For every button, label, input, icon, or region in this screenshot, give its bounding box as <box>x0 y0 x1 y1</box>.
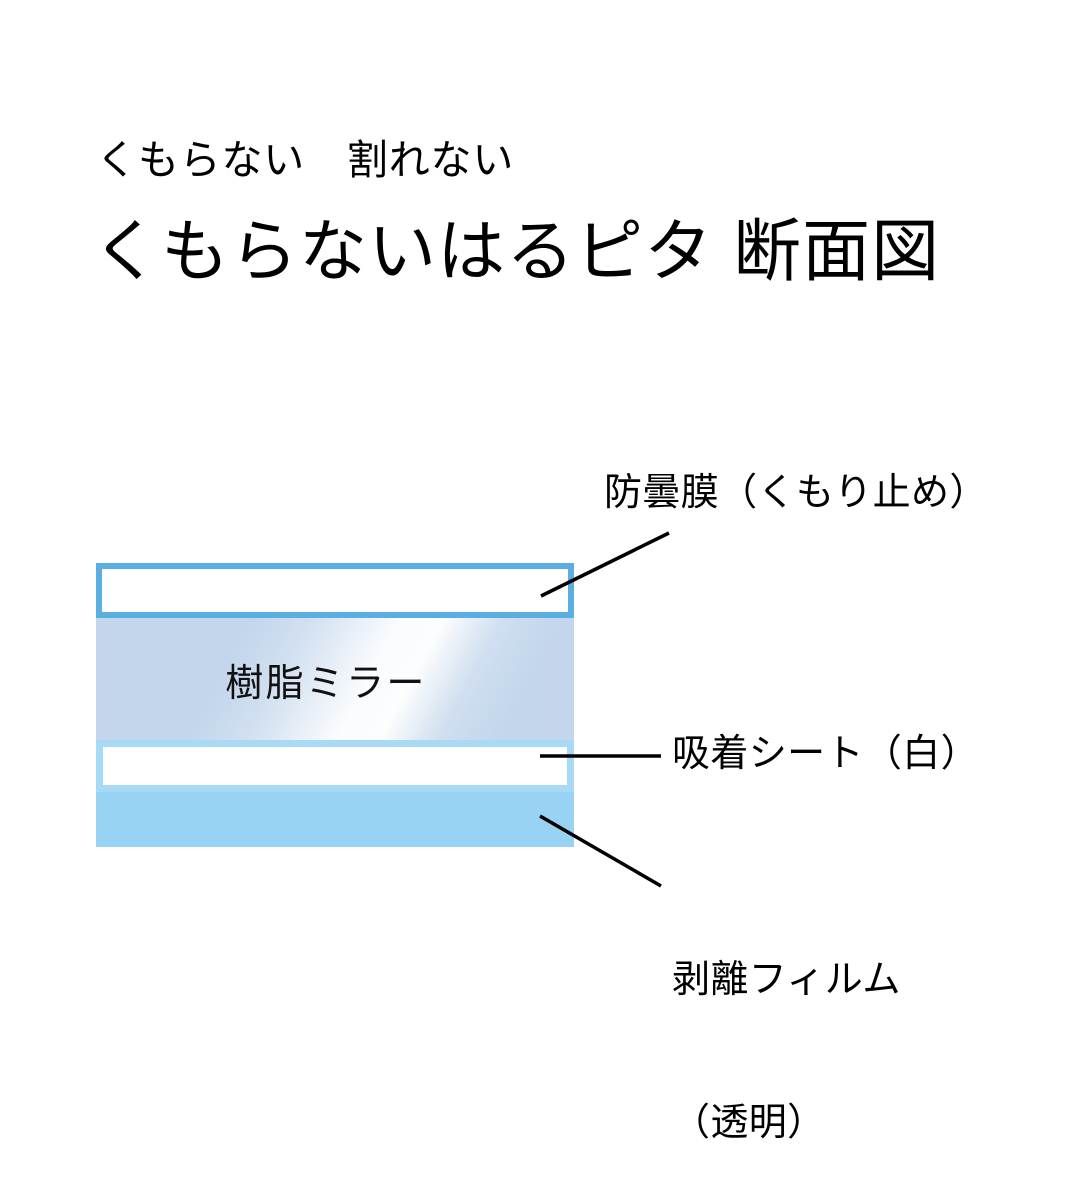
callout-antifog-film: 防曇膜（くもり止め） <box>604 472 988 514</box>
callout-adhesive-sheet: 吸着シート（白） <box>672 733 980 775</box>
layer-release-film <box>96 792 574 847</box>
page-subtitle: くもらない 割れない <box>96 137 515 183</box>
cross-section-diagram: 樹脂ミラー <box>96 563 574 847</box>
page-title: くもらないはるピタ 断面図 <box>92 214 941 290</box>
layer-adhesive-sheet <box>96 740 574 792</box>
layer-resin-mirror: 樹脂ミラー <box>96 618 574 740</box>
callout-release-film-line2: （透明） <box>672 1101 826 1144</box>
layer-antifog-film <box>96 563 574 618</box>
callout-release-film: 剥離フィルム （透明） <box>672 862 901 1195</box>
callout-release-film-line1: 剥離フィルム <box>672 959 901 1001</box>
layer-resin-mirror-label: 樹脂ミラー <box>225 662 427 705</box>
